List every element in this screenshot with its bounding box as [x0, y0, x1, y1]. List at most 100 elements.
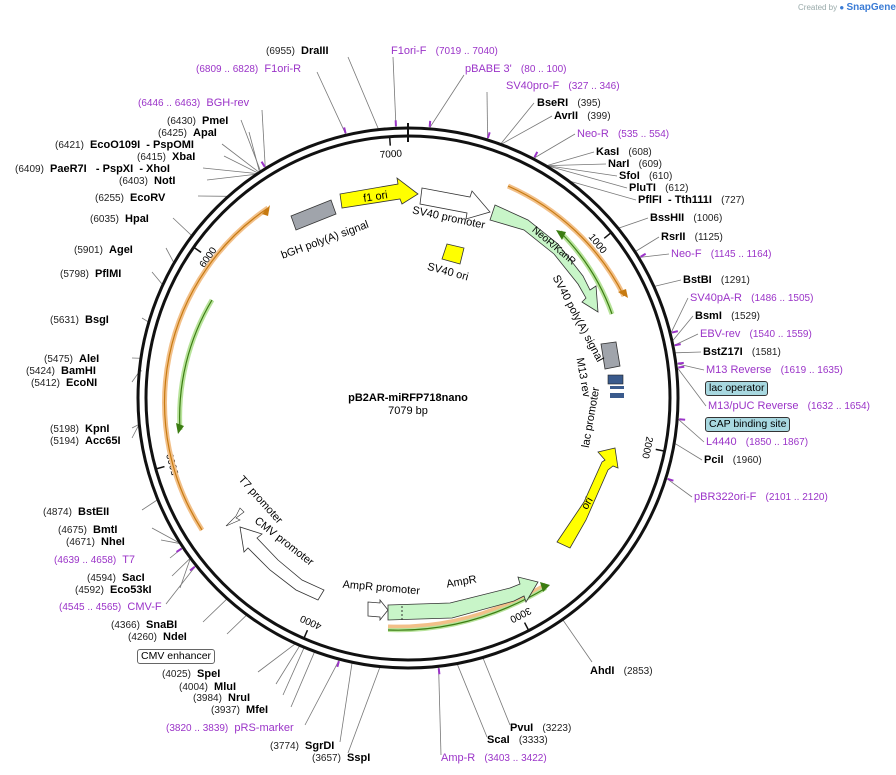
leader-line	[248, 131, 260, 172]
site-pflmi[interactable]: (5798) PflMI	[60, 268, 122, 280]
site-xbai[interactable]: (6415) XbaI	[137, 151, 196, 163]
primer-f1ori-f[interactable]: F1ori-F (7019 .. 7040)	[391, 45, 498, 57]
leader-line	[533, 133, 576, 159]
sv40-ori-box	[441, 243, 465, 265]
primer-pbr322ori-f[interactable]: pBR322ori-F (2101 .. 2120)	[694, 491, 828, 503]
site-pvui[interactable]: PvuI (3223)	[510, 722, 572, 734]
leader-line	[618, 217, 649, 229]
primer-neo-f[interactable]: Neo-F (1145 .. 1164)	[671, 248, 772, 260]
site-pflfi[interactable]: PflFI - Tth111I (727)	[638, 194, 745, 206]
feature-lac-operator[interactable]: lac operator	[705, 381, 769, 396]
leader-line	[547, 163, 607, 167]
site-nrui[interactable]: (3984) NruI	[193, 692, 251, 704]
feature-cmv-enhancer[interactable]: CMV enhancer	[137, 649, 216, 664]
site-bsteii[interactable]: (4874) BstEII	[43, 506, 110, 518]
leader-line	[670, 297, 689, 333]
ruler-tick	[303, 629, 309, 639]
site-rsrii[interactable]: RsrII (1125)	[661, 231, 723, 243]
site-draiii[interactable]: (6955) DraIII	[266, 45, 329, 57]
m13-rev-mark	[607, 374, 624, 385]
orf-arc-neo-head	[618, 289, 628, 298]
label-ori: ori	[579, 495, 596, 512]
site-avrii[interactable]: AvrII (399)	[554, 110, 611, 122]
leader-line	[676, 367, 707, 407]
leader-line	[635, 236, 660, 252]
cmv-promoter-arrow	[239, 526, 325, 601]
primer-l4440[interactable]: L4440 (1850 .. 1867)	[706, 436, 809, 448]
site-bsshii[interactable]: BssHII (1006)	[650, 212, 723, 224]
site-bsmi[interactable]: BsmI (1529)	[695, 310, 760, 322]
site-ecorv[interactable]: (6255) EcoRV	[95, 192, 166, 204]
ruler-tick	[603, 232, 612, 239]
leader-line	[501, 115, 553, 145]
site-agei[interactable]: (5901) AgeI	[74, 244, 133, 256]
primer-prs-marker[interactable]: (3820 .. 3839) pRS-marker	[166, 722, 294, 734]
site-sspi[interactable]: (3657) SspI	[312, 752, 371, 764]
site-pmei[interactable]: (6430) PmeI	[167, 115, 229, 127]
primer-amp-r[interactable]: Amp-R (3403 .. 3422)	[441, 752, 547, 764]
site-ahdi[interactable]: AhdI (2853)	[590, 665, 653, 677]
site-pluti[interactable]: PluTI (612)	[629, 182, 689, 194]
site-mfei[interactable]: (3937) MfeI	[211, 704, 269, 716]
feature-cap-binding-site[interactable]: CAP binding site	[705, 417, 791, 432]
primer-pbabe3[interactable]: pBABE 3' (80 .. 100)	[465, 63, 567, 75]
site-sfoi[interactable]: SfoI (610)	[619, 170, 673, 182]
site-nhei[interactable]: (4671) NheI	[66, 536, 125, 548]
site-noti[interactable]: (6403) NotI	[119, 175, 176, 187]
site-bsgi[interactable]: (5631) BsgI	[50, 314, 109, 326]
primer-bgh-rev[interactable]: (6446 .. 6463) BGH-rev	[138, 97, 250, 109]
site-ecoo109i[interactable]: (6421) EcoO109I - PspOMI	[55, 139, 194, 151]
ori-arrow	[556, 447, 619, 549]
primer-f1ori-r[interactable]: (6809 .. 6828) F1ori-R	[196, 63, 302, 75]
primer-ebv-rev[interactable]: EBV-rev (1540 .. 1559)	[700, 328, 812, 340]
site-econi[interactable]: (5412) EcoNI	[31, 377, 98, 389]
site-spei[interactable]: (4025) SpeI	[162, 668, 221, 680]
primer-mark	[437, 668, 441, 675]
site-bstbi[interactable]: BstBI (1291)	[683, 274, 750, 286]
site-eco53ki[interactable]: (4592) Eco53kI	[75, 584, 152, 596]
site-sgrdi[interactable]: (3774) SgrDI	[270, 740, 335, 752]
site-ndei[interactable]: (4260) NdeI	[128, 631, 187, 643]
primer-mark	[677, 361, 684, 365]
site-nari[interactable]: NarI (609)	[608, 158, 662, 170]
site-bseri[interactable]: BseRI (395)	[537, 97, 601, 109]
site-paer7i[interactable]: (6409) PaeR7I - PspXI - XhoI	[15, 163, 170, 175]
ampr-promoter-arrow	[367, 598, 389, 622]
site-alei[interactable]: (5475) AleI	[44, 353, 100, 365]
primer-sv40pro-f[interactable]: SV40pro-F (327 .. 346)	[506, 80, 620, 92]
plasmid-name: pB2AR-miRFP718nano	[348, 392, 468, 404]
site-hpai[interactable]: (6035) HpaI	[90, 213, 149, 225]
leader-line	[131, 424, 139, 429]
site-scai[interactable]: ScaI (3333)	[487, 734, 548, 746]
ruler-tick	[155, 465, 165, 470]
leader-line	[547, 165, 618, 177]
leader-line	[202, 167, 257, 174]
orf-arc-cmv-inner-line	[179, 299, 213, 431]
primer-cmv-f[interactable]: (4545 .. 4565) CMV-F	[59, 601, 162, 613]
site-pcii[interactable]: PciI (1960)	[704, 454, 762, 466]
leader-line	[206, 173, 256, 181]
site-kasi[interactable]: KasI (608)	[596, 146, 652, 158]
ruler-tick-label: 4000	[298, 612, 323, 631]
primer-m13-reverse[interactable]: M13 Reverse (1619 .. 1635)	[706, 364, 843, 376]
site-apai[interactable]: (6425) ApaI	[158, 127, 217, 139]
site-snabi[interactable]: (4366) SnaBI	[111, 619, 178, 631]
leader-line	[141, 499, 158, 511]
ruler-tick	[193, 246, 202, 254]
primer-sv40pa-r[interactable]: SV40pA-R (1486 .. 1505)	[690, 292, 814, 304]
site-acc65i[interactable]: (5194) Acc65I	[50, 435, 121, 447]
site-mlui[interactable]: (4004) MluI	[179, 681, 237, 693]
label-sv40-polya: SV40 poly(A) signal	[550, 273, 606, 364]
site-bamhi[interactable]: (5424) BamHI	[26, 365, 96, 377]
site-kpni[interactable]: (5198) KpnI	[50, 423, 110, 435]
primer-mark	[674, 343, 681, 347]
primer-m13-puc-reverse[interactable]: M13/pUC Reverse (1632 .. 1654)	[708, 400, 870, 412]
site-bmti[interactable]: (4675) BmtI	[58, 524, 118, 536]
f1-ori-arrow	[339, 177, 419, 209]
primer-neo-r[interactable]: Neo-R (535 .. 554)	[577, 128, 670, 140]
site-bstz17i[interactable]: BstZ17I (1581)	[703, 346, 781, 358]
t7-promoter-arrow	[225, 507, 245, 527]
site-saci[interactable]: (4594) SacI	[87, 572, 145, 584]
primer-t7[interactable]: (4639 .. 4658) T7	[54, 554, 136, 566]
orf-arc-amp-head	[540, 582, 550, 592]
